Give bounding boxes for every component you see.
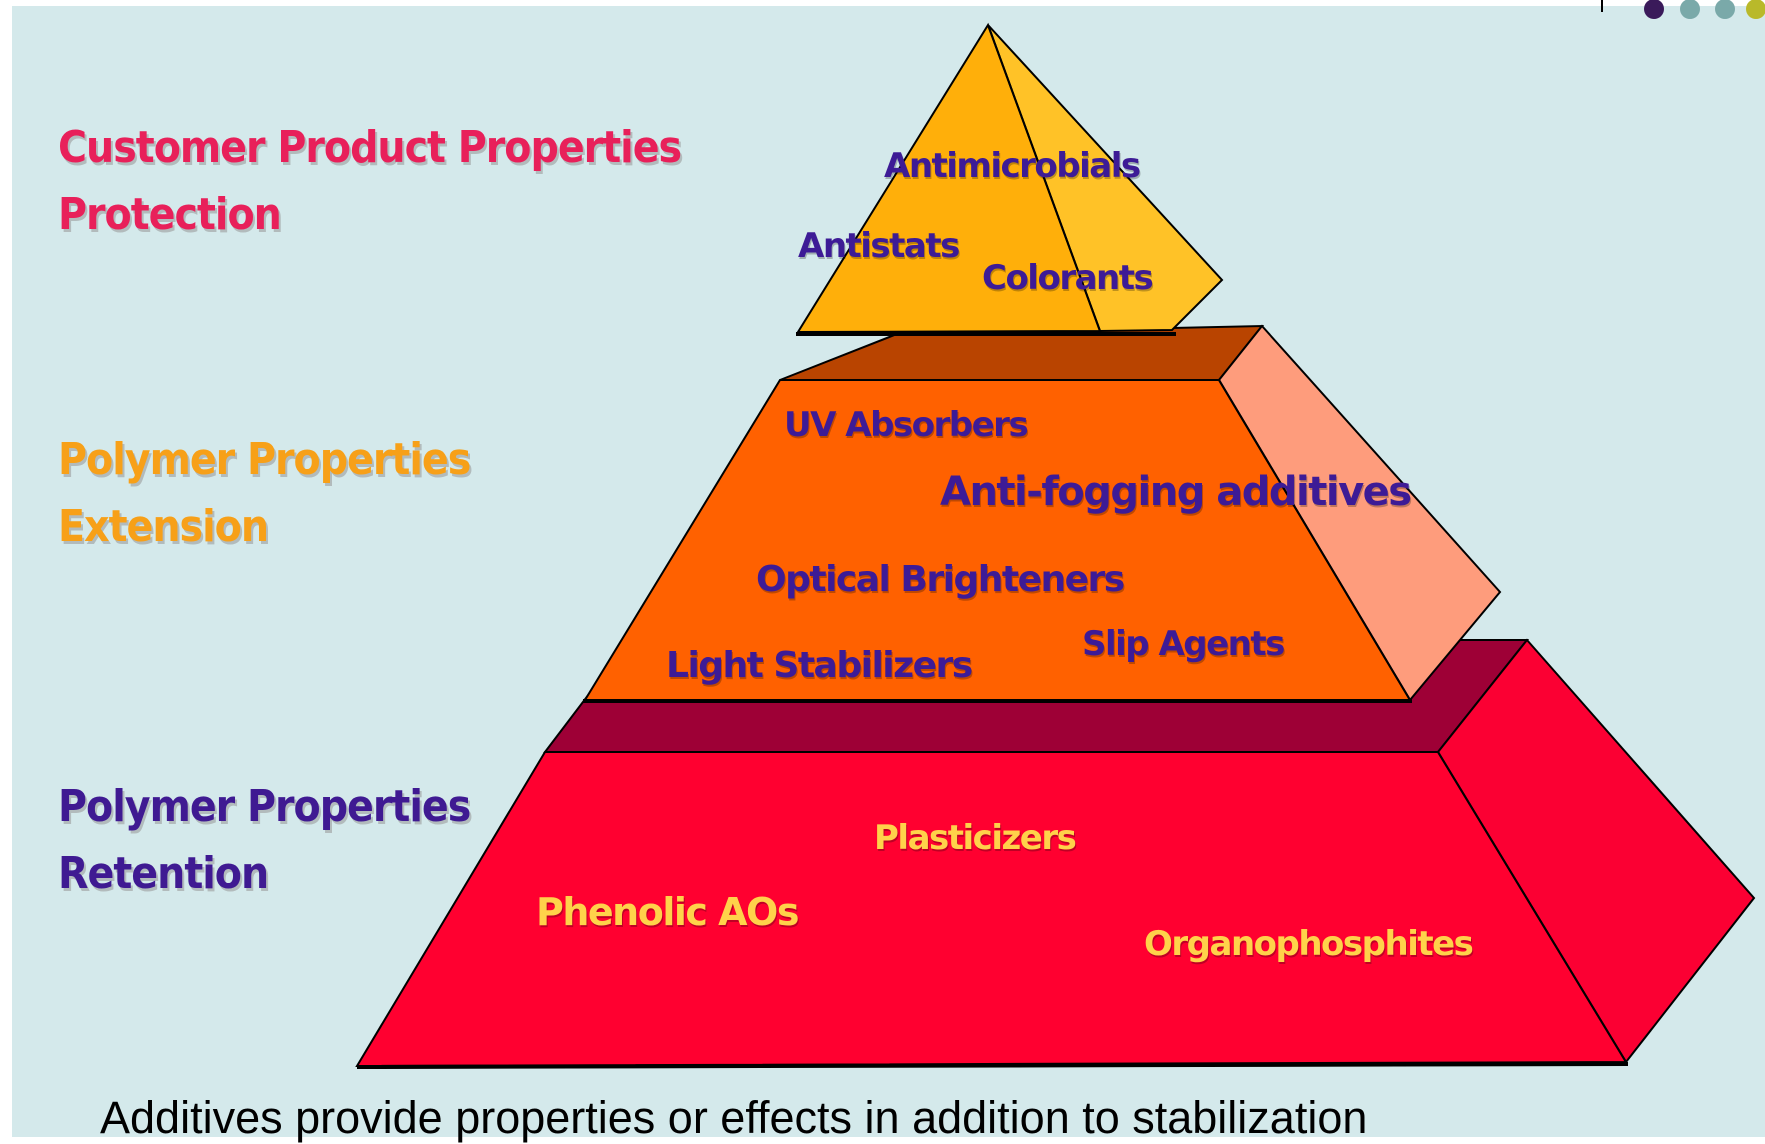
item-organophosphites: Organophosphites	[1144, 924, 1474, 964]
item-antistats: Antistats	[798, 226, 960, 266]
caption: Additives provide properties or effects …	[100, 1092, 1368, 1143]
tier-label-top-line2: Protection	[58, 189, 282, 240]
item-light-stabilizers: Light Stabilizers	[666, 645, 973, 686]
item-uv-absorbers: UV Absorbers	[784, 405, 1029, 445]
tier-label-bottom-line1: Polymer Properties	[58, 781, 471, 832]
item-phenolic-aos: Phenolic AOs	[536, 890, 799, 934]
item-antimicrobials: Antimicrobials	[884, 146, 1141, 186]
tier-label-bottom-line2: Retention	[58, 848, 269, 899]
item-colorants: Colorants	[982, 258, 1154, 298]
tier-label-top: Customer Product Properties Protection	[58, 114, 682, 248]
tier-label-middle-line2: Extension	[58, 501, 269, 552]
item-anti-fogging-additives: Anti-fogging additives	[940, 469, 1412, 515]
tier-label-middle: Polymer Properties Extension	[58, 426, 471, 560]
item-slip-agents: Slip Agents	[1082, 624, 1285, 664]
corner-decoration	[1601, 0, 1765, 19]
item-plasticizers: Plasticizers	[874, 818, 1077, 858]
tier-label-top-line1: Customer Product Properties	[58, 122, 682, 173]
item-optical-brighteners: Optical Brighteners	[756, 559, 1125, 600]
tier-label-middle-line1: Polymer Properties	[58, 434, 471, 485]
tier-label-bottom: Polymer Properties Retention	[58, 773, 471, 907]
